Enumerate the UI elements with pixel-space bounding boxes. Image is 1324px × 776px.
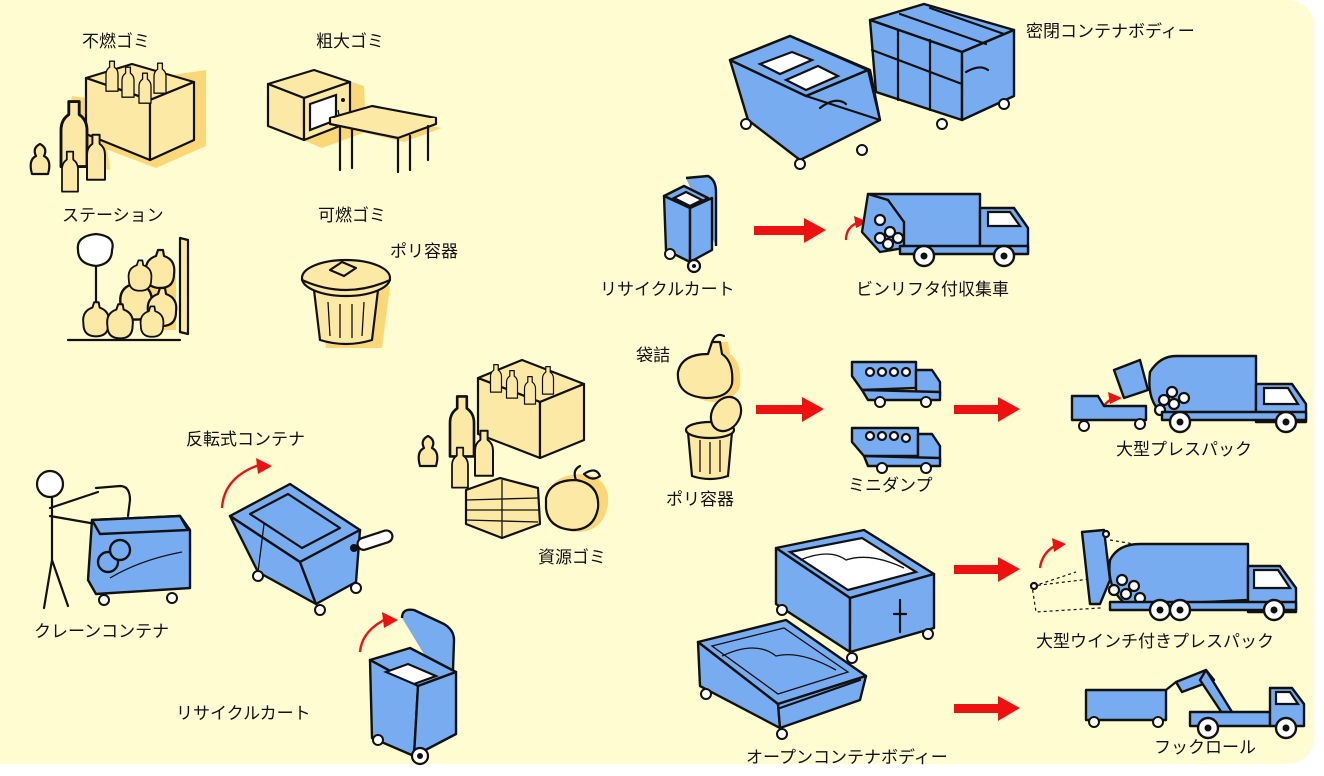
winch-press-pack-truck-icon — [1029, 528, 1298, 622]
shigen-gomi-resources-icon — [417, 358, 609, 540]
label-poly-container-top: ポリ容器 — [390, 242, 458, 262]
label-fukuzume: 袋詰 — [636, 346, 670, 366]
label-recycle-cart-top: リサイクルカート — [600, 280, 735, 300]
crane-container-worker-icon — [35, 469, 192, 610]
diagram-background — [0, 0, 1314, 764]
label-crane-container: クレーンコンテナ — [34, 622, 170, 642]
hanten-container-icon — [220, 458, 394, 616]
bin-lift-truck-icon — [844, 192, 1030, 268]
funen-gomi-crate-icon — [29, 60, 206, 193]
label-hanten-container: 反転式コンテナ — [186, 430, 305, 450]
label-winch-press-pack: 大型ウインチ付きプレスパック — [1036, 632, 1274, 652]
mini-dump-trucks-icon — [850, 360, 942, 474]
label-mippei-container: 密閉コンテナボディー — [1026, 22, 1195, 42]
label-bin-lift-truck: ビンリフタ付収集車 — [856, 280, 1009, 300]
label-kanen-gomi: 可燃ゴミ — [318, 206, 386, 226]
label-recycle-cart-bottom: リサイクルカート — [176, 704, 311, 724]
flow-arrow-minidump-to-presspack — [954, 397, 1020, 422]
flow-arrow-open-to-hookroll — [954, 696, 1020, 721]
label-poly-container-mid: ポリ容器 — [666, 490, 734, 510]
label-sodai-gomi: 粗大ゴミ — [316, 32, 384, 52]
station-collection-point-icon — [66, 232, 190, 342]
mippei-container-body-icon — [728, 2, 1016, 170]
label-open-container: オープンコンテナボディー — [746, 748, 948, 768]
kanen-gomi-poly-bin-icon — [300, 258, 392, 348]
large-press-pack-truck-icon — [1070, 354, 1308, 434]
recycle-cart-bottom-icon — [358, 608, 458, 766]
label-hook-roll: フックロール — [1154, 738, 1256, 758]
label-mini-dump: ミニダンプ — [848, 476, 933, 496]
recycle-cart-top-icon — [662, 174, 718, 274]
label-ogata-press-pack: 大型プレスパック — [1116, 440, 1252, 460]
open-container-body-icon — [696, 528, 936, 740]
flow-arrow-recycle-to-binlift — [754, 218, 826, 243]
bag-and-poly-bin-icon — [676, 333, 743, 481]
label-funen-gomi: 不燃ゴミ — [82, 32, 150, 52]
hook-roll-truck-icon — [1084, 668, 1306, 740]
flow-arrow-open-to-winch — [954, 557, 1020, 582]
flow-arrow-bin-to-minidump — [756, 397, 824, 422]
label-station: ステーション — [62, 206, 164, 226]
label-shigen-gomi: 資源ゴミ — [538, 548, 606, 568]
sodai-gomi-furniture-icon — [266, 68, 442, 174]
